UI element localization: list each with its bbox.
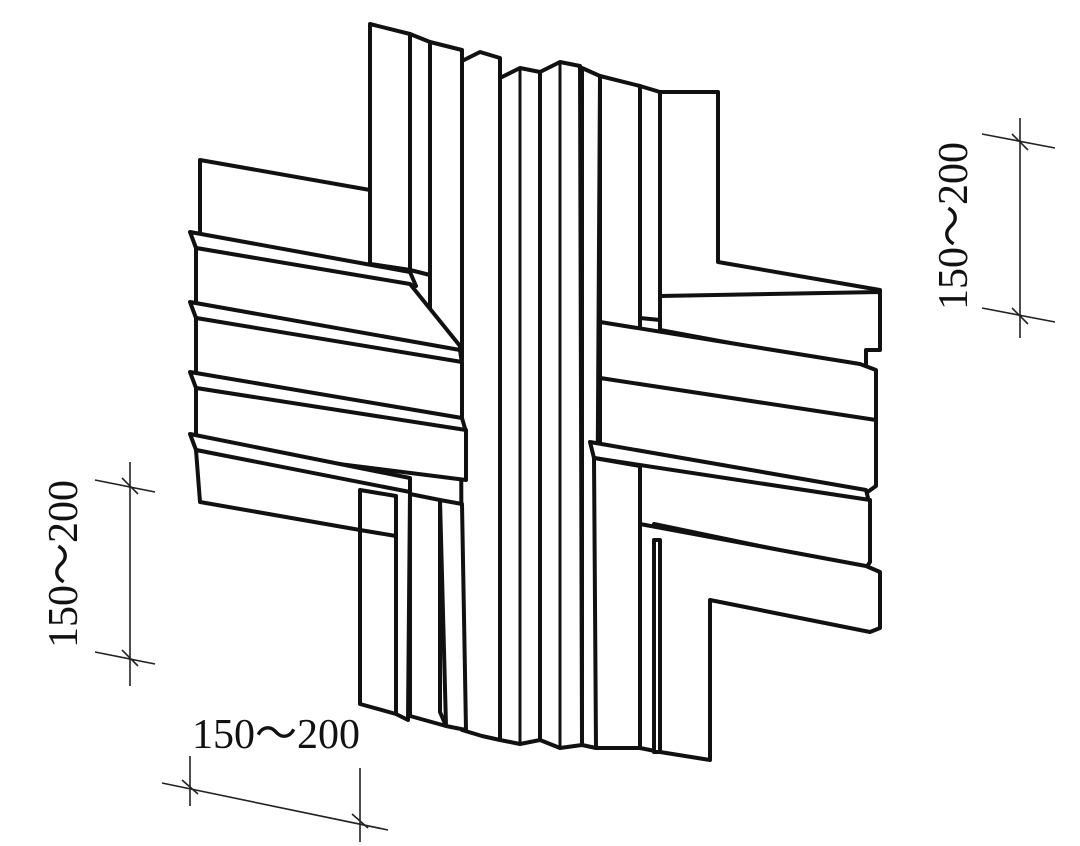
left-arm <box>188 158 468 722</box>
center-vertical-member <box>458 50 602 750</box>
right-arm <box>588 290 882 762</box>
dimension-label-bottom: 150～200 <box>192 712 360 758</box>
bottom-arm <box>358 456 662 754</box>
dimension-label-right: 150～200 <box>931 142 977 310</box>
dimension-bottom-horizontal: 150～200 <box>161 712 389 842</box>
dimension-label-left: 150～200 <box>41 480 87 648</box>
dimension-right-vertical: 150～200 <box>931 118 1056 338</box>
dimension-left-vertical: 150～200 <box>41 462 156 686</box>
